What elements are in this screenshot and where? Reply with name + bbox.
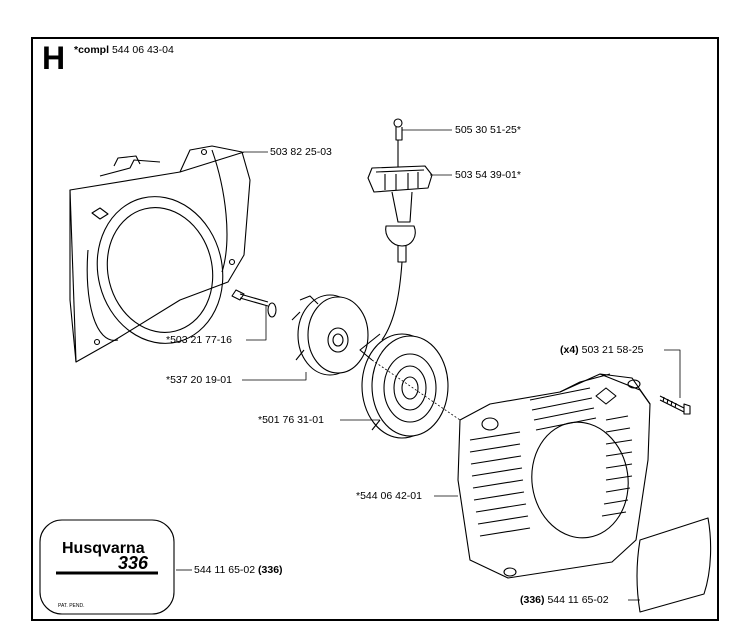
screw-shape bbox=[231, 289, 277, 318]
compl-prefix: *compl bbox=[74, 44, 110, 56]
part-label-decal-right: (336) 544 11 65-02 bbox=[520, 594, 609, 606]
part-label-starter-handle: 503 54 39-01* bbox=[455, 169, 521, 181]
leader-lines bbox=[176, 129, 681, 601]
bolts-number: 503 21 58-25 bbox=[581, 344, 644, 356]
decal-left-model: (336) bbox=[258, 564, 283, 576]
fan-housing-shape bbox=[69, 145, 251, 363]
part-label-decal-left: 544 11 65-02 (336) bbox=[194, 564, 283, 576]
decal-left-shape bbox=[39, 519, 175, 615]
starter-cover-shape bbox=[457, 373, 651, 579]
decal-brand-logo: Husqvarna bbox=[62, 540, 145, 557]
part-label-bolts: (x4) 503 21 58-25 bbox=[560, 344, 644, 356]
part-label-starter-cover: *544 06 42-01 bbox=[356, 490, 422, 502]
part-label-pulley: *537 20 19-01 bbox=[166, 374, 232, 386]
decal-note-text: PAT. PEND. bbox=[58, 603, 85, 609]
part-label-fan-housing: 503 82 25-03 bbox=[270, 146, 332, 158]
bolts-qty: (x4) bbox=[560, 344, 579, 356]
decal-right-number: 544 11 65-02 bbox=[547, 594, 609, 606]
complete-assembly-number: *compl 544 06 43-04 bbox=[74, 44, 174, 56]
pulley-shape bbox=[291, 294, 369, 376]
part-label-screw: *503 21 77-16 bbox=[166, 334, 232, 346]
bolt-shape bbox=[659, 395, 691, 415]
section-letter: H bbox=[42, 40, 66, 76]
part-label-spring-cassette: *501 76 31-01 bbox=[258, 414, 324, 426]
decal-left-number: 544 11 65-02 bbox=[194, 564, 256, 576]
decal-right-model: (336) bbox=[520, 594, 545, 606]
compl-number: 544 06 43-04 bbox=[111, 44, 174, 56]
decal-model-text: 336 bbox=[118, 553, 149, 573]
part-label-rope-guide: 505 30 51-25* bbox=[455, 124, 521, 136]
starter-handle-shape bbox=[367, 118, 433, 341]
spring-cassette-shape bbox=[359, 333, 449, 439]
decal-right-shape bbox=[636, 517, 712, 613]
